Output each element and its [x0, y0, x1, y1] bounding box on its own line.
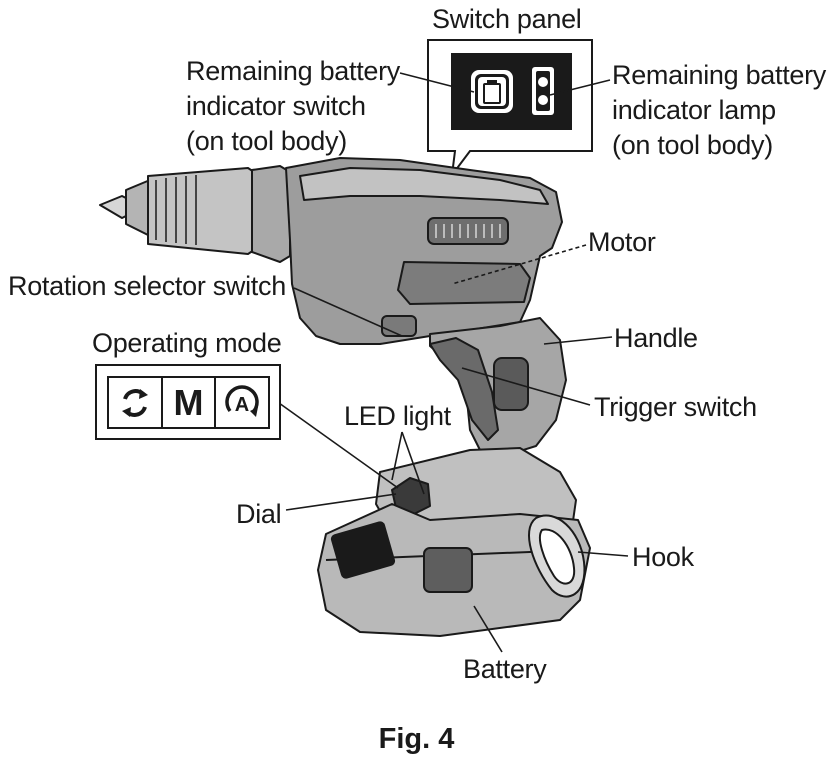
label-battery: Battery [463, 654, 547, 684]
label-hook: Hook [632, 542, 694, 572]
leader-handle [543, 336, 613, 345]
battery-label [330, 521, 396, 579]
leader-battery-switch [399, 72, 475, 93]
manual-mode-symbol: M [173, 381, 204, 423]
label-handle: Handle [614, 323, 698, 353]
label-battery-lamp: Remaining battery indicator lamp (on too… [612, 60, 827, 160]
mode-cell-manual: M [163, 378, 217, 427]
nose-cone [125, 179, 151, 237]
rotate-arrows-icon [121, 388, 148, 417]
leader-lines [271, 72, 629, 653]
rotation-selector [381, 315, 417, 337]
figure-caption: Fig. 4 [378, 723, 455, 755]
operating-mode-box: M A [95, 364, 281, 440]
mode-cell-rotation [109, 378, 163, 427]
battery-release [423, 547, 473, 593]
leader-hook [577, 551, 629, 557]
leader-led-2 [401, 431, 425, 495]
depth-locator [147, 167, 255, 255]
drill-illustration [99, 157, 591, 637]
leader-motor [451, 244, 587, 285]
label-led-light: LED light [344, 401, 451, 431]
motor-window [397, 261, 531, 305]
battery-icon [471, 70, 513, 113]
leader-operating-mode [271, 397, 399, 489]
collar [251, 165, 291, 263]
label-motor: Motor [588, 227, 656, 257]
label-trigger-switch: Trigger switch [594, 392, 757, 422]
mode-cell-auto: A [216, 378, 268, 427]
leader-battery [473, 605, 503, 653]
grip-pad [493, 357, 529, 411]
label-operating-mode: Operating mode [92, 328, 282, 358]
label-switch-panel: Switch panel [432, 4, 582, 34]
leader-led-1 [391, 431, 403, 481]
label-dial: Dial [236, 499, 282, 529]
label-battery-switch: Remaining battery indicator switch (on t… [186, 56, 401, 156]
operating-mode-symbols: M A [107, 376, 270, 429]
leader-dial [285, 493, 397, 511]
battery-lamp-icon [532, 67, 554, 115]
trigger [429, 337, 499, 441]
auto-mode-symbol: A [235, 394, 249, 416]
leader-battery-lamp [549, 79, 611, 96]
leader-rotation-selector [293, 287, 403, 337]
leader-trigger [461, 367, 591, 406]
label-rotation-selector: Rotation selector switch [8, 271, 286, 301]
auto-mode-icon: A [225, 384, 259, 417]
